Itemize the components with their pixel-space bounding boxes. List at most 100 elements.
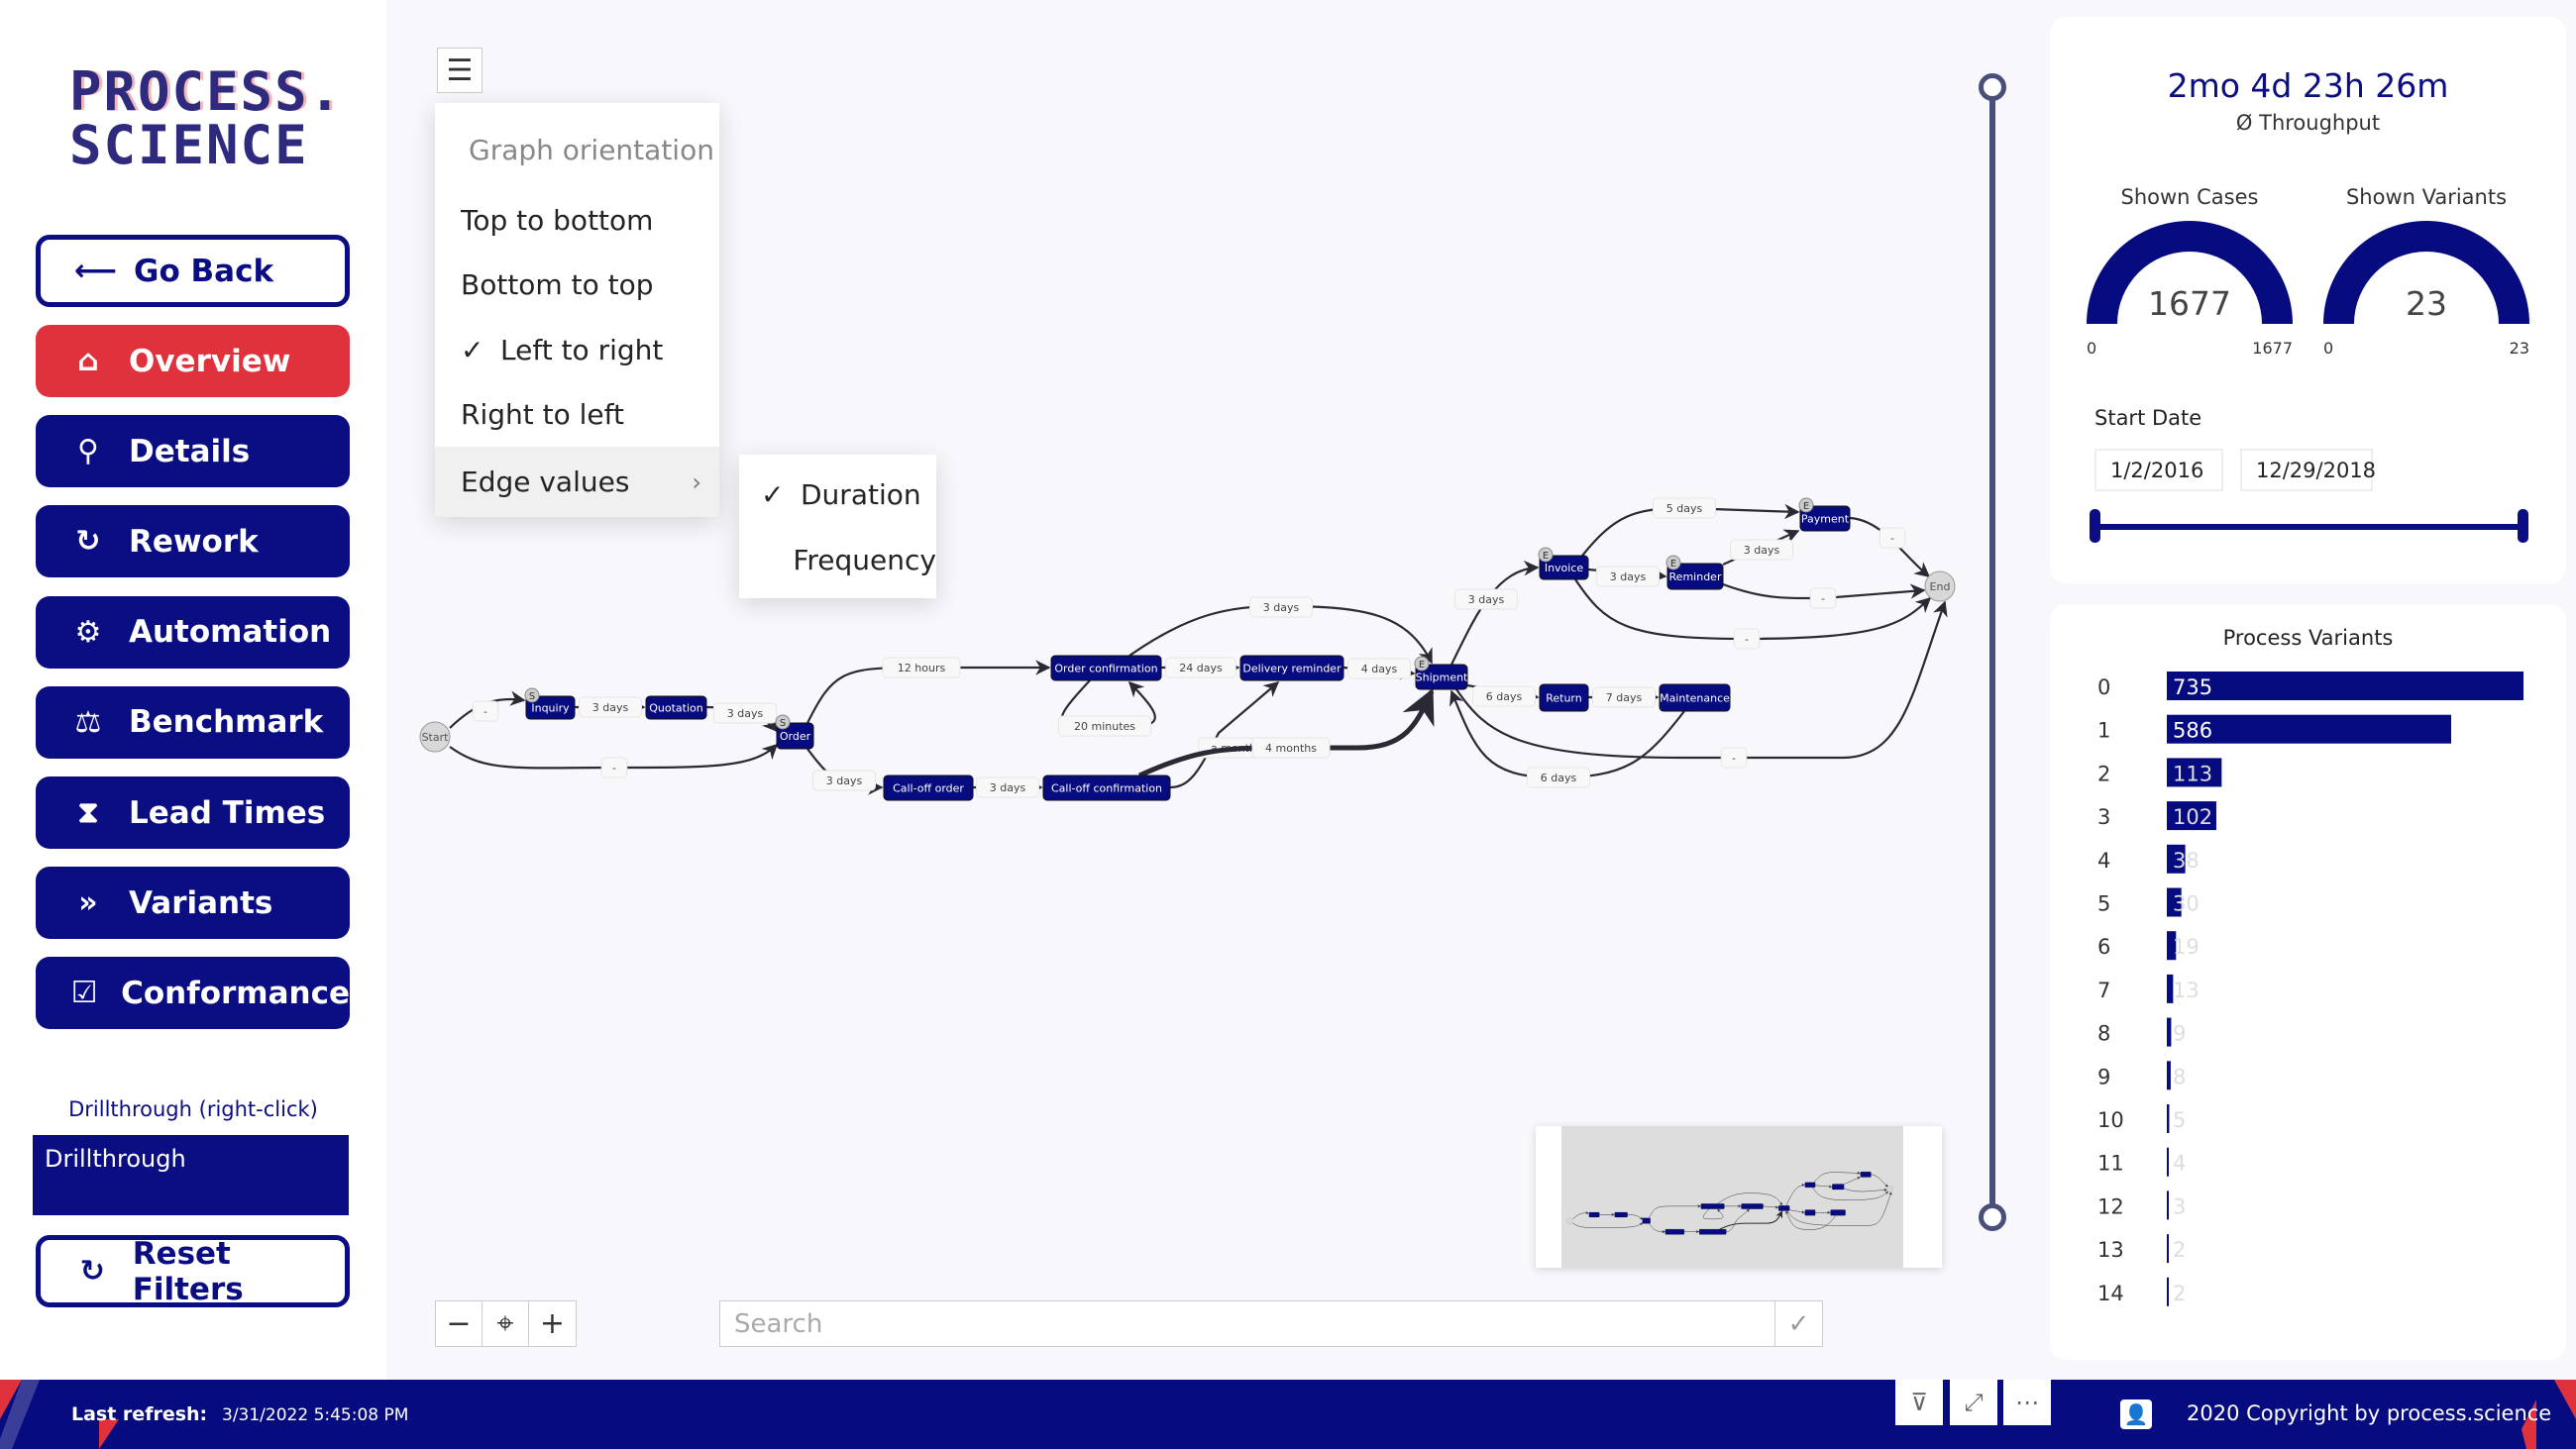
node-invoice[interactable] (1804, 1182, 1816, 1189)
node-calloffconf[interactable] (1698, 1228, 1727, 1235)
filter-icon[interactable]: ⊽ (1895, 1380, 1943, 1425)
nav-conformance-button[interactable]: ☑Conformance (36, 957, 350, 1030)
date-range-handle-end[interactable] (2518, 509, 2528, 543)
variant-bar[interactable] (2167, 931, 2177, 961)
variant-bar[interactable] (2167, 801, 2216, 831)
variant-bar[interactable] (2167, 1104, 2170, 1133)
edge-shipment-end[interactable] (1786, 1191, 1892, 1226)
node-quotation[interactable] (645, 695, 707, 720)
node-start[interactable] (1566, 1217, 1573, 1225)
zoom-out-button[interactable]: − (436, 1301, 483, 1346)
node-orderconf[interactable] (1700, 1203, 1725, 1209)
menu-item-left-to-right[interactable]: ✓Left to right (435, 317, 719, 382)
edge-order-orderconf[interactable] (1649, 1204, 1701, 1218)
node-return[interactable] (1539, 683, 1589, 712)
edge-calloffconf-delrem[interactable] (1726, 1208, 1750, 1232)
node-delrem[interactable] (1741, 1203, 1764, 1209)
nav-details-button[interactable]: ⚲Details (36, 415, 350, 488)
node-calloff[interactable] (883, 775, 974, 801)
variant-bar[interactable] (2167, 1190, 2169, 1220)
node-delrem[interactable] (1239, 655, 1344, 681)
variant-bar[interactable] (2167, 887, 2182, 917)
menu-button[interactable]: ☰ (437, 48, 483, 93)
node-inquiry[interactable] (1588, 1211, 1600, 1218)
edge-shipment-end[interactable] (1455, 600, 1948, 760)
edge-shipment-invoice[interactable] (1785, 1183, 1805, 1206)
nav-overview-button[interactable]: ⌂Overview (36, 325, 350, 397)
node-shipment[interactable] (1415, 664, 1468, 690)
edge-shipment-return[interactable] (1789, 1209, 1805, 1214)
reset-filters-button[interactable]: ↻ Reset Filters (36, 1235, 350, 1307)
focus-mode-icon[interactable]: ⤢ (1950, 1380, 1997, 1425)
edge-start-inquiry[interactable] (1572, 1210, 1589, 1220)
variant-bar[interactable] (2167, 1234, 2169, 1264)
node-calloff[interactable] (1664, 1228, 1685, 1235)
nav-go-back-button[interactable]: ⟵Go Back (36, 235, 350, 307)
submenu-item-duration[interactable]: ✓Duration (739, 462, 936, 527)
edge-reminder-payment[interactable] (1844, 1177, 1861, 1185)
edge-start-order[interactable] (1572, 1222, 1644, 1228)
variant-bar[interactable] (2167, 758, 2222, 787)
nav-variants-button[interactable]: »Variants (36, 867, 350, 940)
variant-bar[interactable] (2167, 1017, 2172, 1047)
node-order[interactable] (776, 722, 814, 750)
start-date-from-input[interactable]: 1/2/2016 (2094, 449, 2223, 491)
edge-maintenance-shipment[interactable] (1785, 1210, 1837, 1230)
nav-rework-button[interactable]: ↻Rework (36, 505, 350, 578)
variant-bar[interactable] (2167, 714, 2452, 744)
variant-bar[interactable] (2167, 1277, 2169, 1306)
node-payment[interactable] (1860, 1172, 1872, 1178)
slider-handle-top[interactable] (1979, 73, 2006, 101)
nav-automation-button[interactable]: ⚙Automation (36, 595, 350, 669)
menu-item-top-to-bottom[interactable]: Top to bottom (435, 187, 719, 253)
edge-shipment-invoice[interactable] (1450, 560, 1540, 666)
drillthrough-button[interactable]: Drillthrough (33, 1135, 349, 1215)
edge-calloffconf-shipment[interactable] (1719, 1210, 1783, 1230)
start-date-to-input[interactable]: 12/29/2018 (2240, 449, 2376, 491)
edge-reminder-end[interactable] (1844, 1188, 1887, 1192)
variant-bar[interactable] (2167, 1061, 2171, 1090)
edge-payment-end[interactable] (1871, 1174, 1888, 1188)
node-inquiry[interactable] (525, 695, 576, 720)
edge-orderconf-shipment[interactable] (1717, 1192, 1782, 1206)
zoom-in-button[interactable]: + (539, 1306, 566, 1341)
node-maintenance[interactable] (1830, 1209, 1846, 1216)
node-order[interactable] (1642, 1217, 1651, 1224)
more-options-icon[interactable]: ⋯ (2003, 1380, 2051, 1425)
menu-item-right-to-left[interactable]: Right to left (435, 382, 719, 448)
submenu-item-frequency[interactable]: Frequency (739, 527, 936, 592)
search-confirm-button[interactable]: ✓ (1774, 1301, 1822, 1346)
variant-bar[interactable] (2167, 844, 2186, 874)
node-invoice[interactable] (1539, 555, 1589, 580)
node-maintenance[interactable] (1659, 683, 1731, 712)
edge-invoice-end[interactable] (1812, 1187, 1888, 1200)
date-range-slider[interactable] (2094, 524, 2521, 530)
node-quotation[interactable] (1614, 1211, 1628, 1218)
edge-quotation-order[interactable] (1627, 1214, 1643, 1220)
edge-invoice-reminder[interactable] (1815, 1185, 1833, 1189)
menu-item-bottom-to-top[interactable]: Bottom to top (435, 253, 719, 318)
node-return[interactable] (1804, 1209, 1816, 1216)
node-reminder[interactable] (1666, 563, 1724, 590)
node-calloffconf[interactable] (1042, 775, 1171, 801)
edge-invoice-payment[interactable] (1813, 1171, 1861, 1183)
nav-benchmark-button[interactable]: ⚖Benchmark (36, 685, 350, 759)
edge-delrem-shipment[interactable] (1763, 1205, 1779, 1209)
graph-minimap[interactable] (1536, 1126, 1942, 1268)
edge-calloffconf-shipment[interactable] (1137, 687, 1435, 778)
vertical-zoom-slider[interactable] (1989, 87, 1995, 1217)
node-payment[interactable] (1799, 505, 1851, 532)
edge-calloffconf-delrem[interactable] (1169, 681, 1280, 789)
variant-bar[interactable] (2167, 672, 2523, 700)
search-input[interactable] (720, 1301, 1774, 1346)
node-end[interactable] (1924, 570, 1956, 602)
edge-orderconf-orderconf[interactable] (1702, 1208, 1724, 1220)
node-reminder[interactable] (1832, 1184, 1845, 1190)
node-orderconf[interactable] (1050, 655, 1162, 681)
node-shipment[interactable] (1778, 1205, 1790, 1211)
center-graph-button[interactable]: ⌖ (483, 1301, 529, 1346)
slider-handle-bottom[interactable] (1979, 1203, 2006, 1231)
menu-item-edge-values[interactable]: Edge values › (435, 447, 719, 517)
date-range-handle-start[interactable] (2090, 509, 2100, 543)
edge-order-calloff[interactable] (1649, 1223, 1665, 1234)
